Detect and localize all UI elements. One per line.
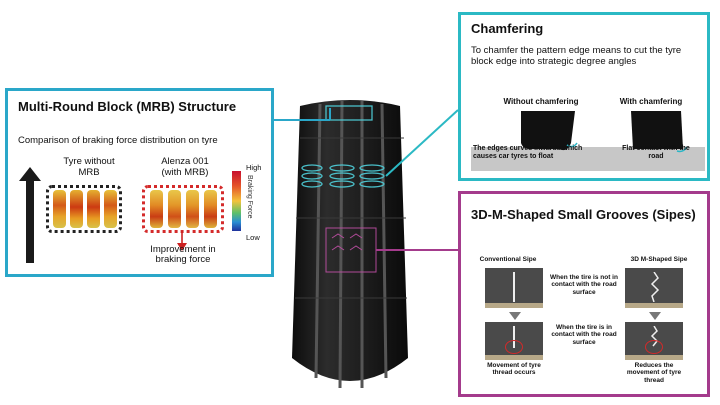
footprint-without-mrb <box>46 185 122 233</box>
improvement-label: Improvement in braking force <box>150 244 216 266</box>
mrb-subtitle: Comparison of braking force distribution… <box>18 135 218 146</box>
direction-arrow-icon <box>19 167 41 263</box>
conventional-sipe-free <box>485 268 543 308</box>
without-chamfering-caption: The edges curves inwards which causes ca… <box>473 145 583 161</box>
footprint-with-mrb <box>142 185 224 233</box>
m-sipe-contact <box>625 322 683 360</box>
mrb-title: Multi-Round Block (MRB) Structure <box>18 99 237 114</box>
chamfering-panel: Chamfering To chamfer the pattern edge m… <box>458 12 710 181</box>
chamfering-title: Chamfering <box>471 21 544 36</box>
down-arrow-icon <box>649 312 661 320</box>
sipes-caption-right: Reduces the movement of tyre thread <box>626 362 682 384</box>
conventional-sipe-contact <box>485 322 543 360</box>
chamfering-diagram <box>471 111 705 171</box>
tyre-illustration <box>292 100 408 389</box>
chamfering-description: To chamfer the pattern edge means to cut… <box>471 45 682 68</box>
state-not-contact: When the tire is not in contact with the… <box>550 274 618 296</box>
sipes-panel: 3D-M-Shaped Small Grooves (Sipes) Conven… <box>458 191 710 397</box>
scale-low-label: Low <box>246 233 260 242</box>
state-contact: When the tire is in contact with the roa… <box>551 324 617 346</box>
direction-label: Direction <box>20 199 27 249</box>
mrb-left-label: Tyre without MRB <box>63 156 115 178</box>
scale-high-label: High <box>246 163 262 172</box>
sipes-caption-left: Movement of tyre thread occurs <box>487 362 541 377</box>
m-shaped-sipe-label: 3D M-Shaped Sipe <box>630 256 688 263</box>
mrb-right-label: Alenza 001 (with MRB) <box>161 156 209 178</box>
sipes-title: 3D-M-Shaped Small Grooves (Sipes) <box>471 207 696 222</box>
braking-force-scale <box>232 171 241 231</box>
scale-title: Braking Force <box>246 175 253 219</box>
mrb-panel: Multi-Round Block (MRB) Structure Compar… <box>5 88 274 277</box>
m-sipe-free <box>625 268 683 308</box>
down-arrow-icon <box>509 312 521 320</box>
with-chamfering-caption: Flat contact with the road <box>622 145 690 161</box>
improvement-arrow-icon <box>177 231 187 251</box>
with-chamfering-label: With chamfering <box>619 97 683 106</box>
conventional-sipe-label: Conventional Sipe <box>479 256 537 263</box>
without-chamfering-label: Without chamfering <box>503 97 579 106</box>
